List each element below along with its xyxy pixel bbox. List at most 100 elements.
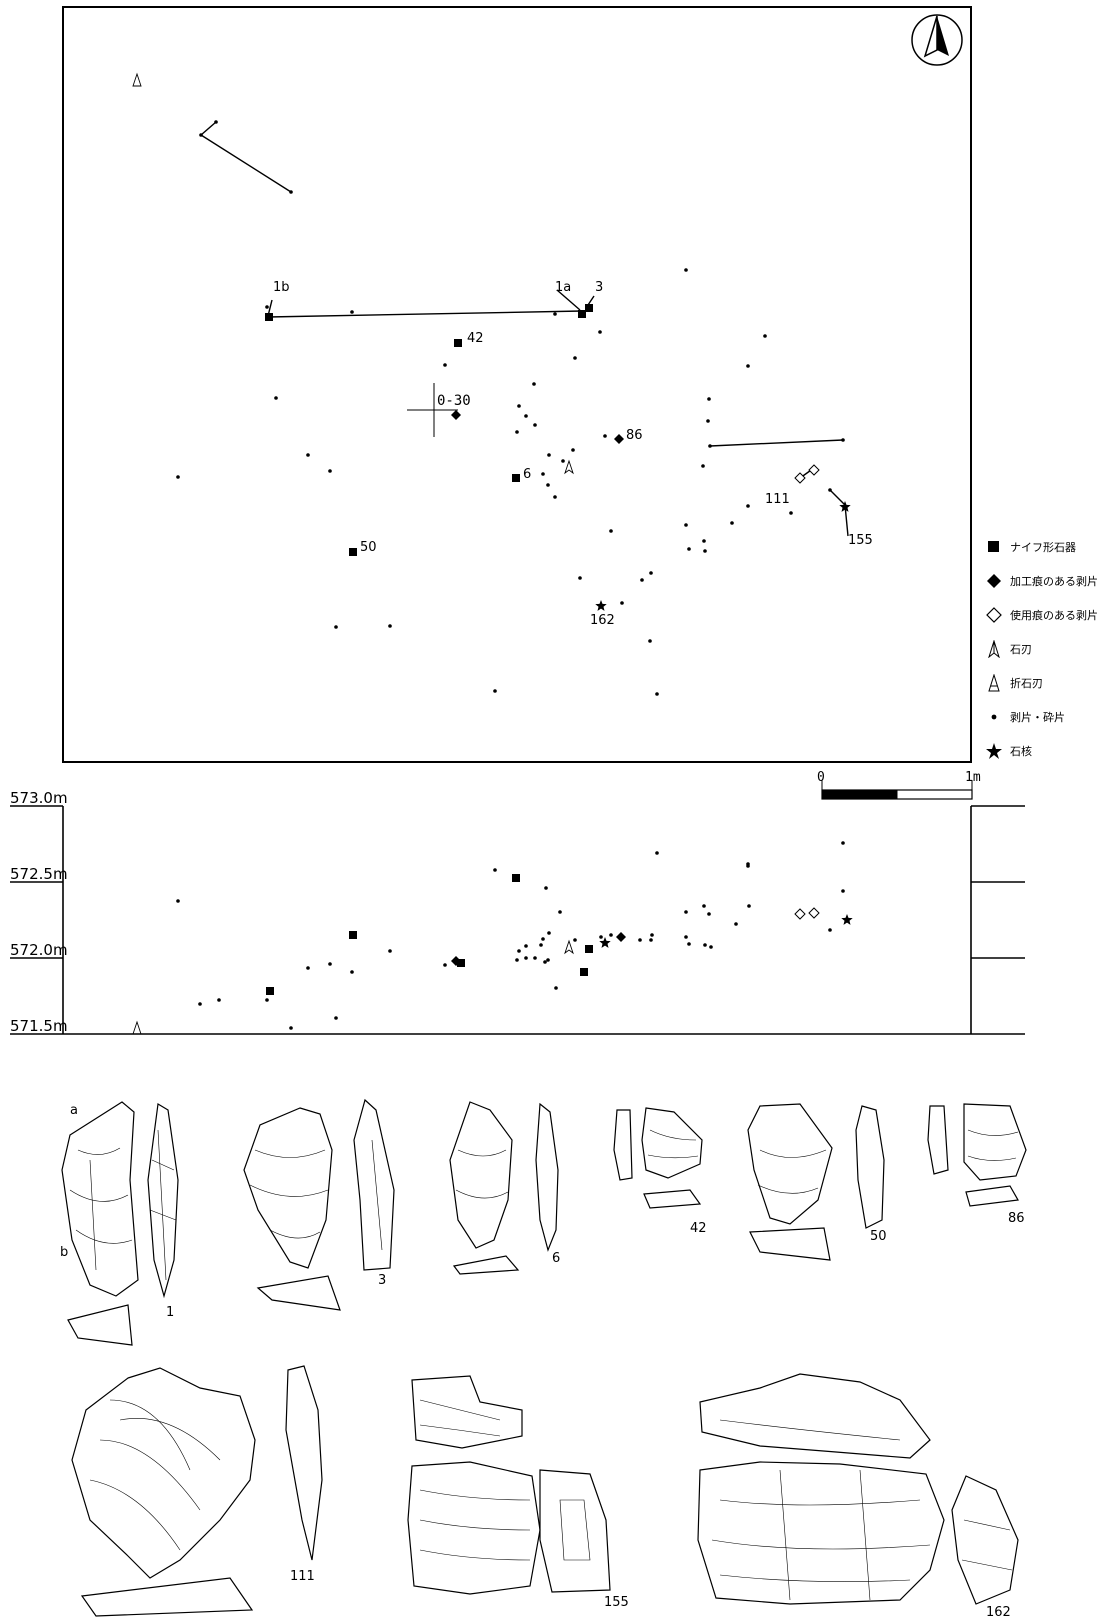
grid-cross xyxy=(407,383,458,437)
plan-frame xyxy=(62,6,972,763)
flake-symbol xyxy=(734,922,738,926)
legend-label: 折石刃 xyxy=(1010,677,1043,690)
legend-item-utilized: 使用痕のある剥片 xyxy=(984,598,1114,632)
flake-symbol xyxy=(306,966,310,970)
filled-diamond-icon xyxy=(984,574,1004,588)
flake-symbol xyxy=(524,944,528,948)
flake-symbol xyxy=(684,523,688,527)
flake-symbol xyxy=(547,931,551,935)
flake-symbol xyxy=(289,1026,293,1030)
legend-item-retouched: 加工痕のある剥片 xyxy=(984,564,1114,598)
artifact-label-155: 155 xyxy=(604,1595,629,1610)
artifact-111 xyxy=(71,1365,323,1617)
flake-symbol xyxy=(655,692,659,696)
flake-symbol xyxy=(334,625,338,629)
flake-symbol xyxy=(702,539,706,543)
artifact-side-a: a xyxy=(70,1103,78,1118)
flake-symbol xyxy=(655,851,659,855)
flake-symbol xyxy=(533,423,537,427)
flake-symbol xyxy=(517,404,521,408)
flake-symbol xyxy=(684,935,688,939)
flake-symbol xyxy=(708,444,712,448)
flake-symbol xyxy=(547,453,551,457)
flake-symbol xyxy=(609,529,613,533)
flake-symbol xyxy=(730,521,734,525)
flake-symbol xyxy=(289,190,293,194)
flake-symbol xyxy=(443,963,447,967)
flake-symbol xyxy=(841,841,845,845)
artifact-label-50: 50 xyxy=(870,1229,887,1244)
flake-symbol xyxy=(541,937,545,941)
flake-symbol xyxy=(828,488,832,492)
flake-symbol xyxy=(684,910,688,914)
utilized-symbol xyxy=(794,472,806,484)
flake-symbol xyxy=(599,935,603,939)
artifact-drawings xyxy=(61,1098,1027,1617)
blade-symbol xyxy=(564,459,574,475)
legend-label: 加工痕のある剥片 xyxy=(1010,575,1098,588)
grid-label: 0-30 xyxy=(437,393,471,409)
flake-symbol xyxy=(841,438,845,442)
label-3: 3 xyxy=(595,280,603,295)
flake-symbol xyxy=(649,938,653,942)
utilized-symbol xyxy=(808,464,820,476)
plan-points xyxy=(132,72,851,696)
legend-item-knife: ナイフ形石器 xyxy=(984,530,1114,564)
flake-symbol xyxy=(214,120,218,124)
flake-symbol xyxy=(703,943,707,947)
label-6: 6 xyxy=(523,467,531,482)
flake-symbol xyxy=(573,938,577,942)
north-arrow-icon xyxy=(911,14,963,66)
artifact-86 xyxy=(927,1103,1027,1207)
flake-symbol xyxy=(620,601,624,605)
label-155: 155 xyxy=(848,533,873,548)
knife-symbol xyxy=(349,548,357,556)
scale-zero: 0 xyxy=(817,770,825,785)
retouched-symbol xyxy=(451,410,461,420)
flake-symbol xyxy=(524,414,528,418)
flake-symbol xyxy=(217,998,221,1002)
flake-symbol xyxy=(274,396,278,400)
artifact-6 xyxy=(449,1101,559,1275)
section-frame xyxy=(10,805,1025,1035)
artifact-label-86: 86 xyxy=(1008,1211,1025,1226)
knife-symbol xyxy=(265,313,273,321)
flake-symbol xyxy=(828,928,832,932)
retouched-symbol xyxy=(616,932,626,942)
flake-symbol xyxy=(702,904,706,908)
flake-symbol xyxy=(603,434,607,438)
legend-item-core: 石核 xyxy=(984,734,1114,768)
artifact-label-1: 1 xyxy=(166,1305,174,1320)
flake-symbol xyxy=(746,862,750,866)
flake-symbol xyxy=(554,986,558,990)
flake-symbol xyxy=(515,430,519,434)
artifact-label-111: 111 xyxy=(290,1569,315,1584)
flake-symbol xyxy=(443,363,447,367)
artifact-label-3: 3 xyxy=(378,1273,386,1288)
flake-symbol xyxy=(265,305,269,309)
flake-symbol xyxy=(701,464,705,468)
artifact-1 xyxy=(61,1101,179,1346)
star-icon xyxy=(984,743,1004,759)
knife-symbol xyxy=(512,474,520,482)
flake-symbol xyxy=(176,475,180,479)
flake-symbol xyxy=(533,956,537,960)
elev-572-5: 572.5m xyxy=(10,865,68,883)
legend-label: 石核 xyxy=(1010,745,1032,758)
section-points xyxy=(132,841,853,1035)
label-42: 42 xyxy=(467,331,484,346)
legend: ナイフ形石器 加工痕のある剥片 使用痕のある剥片 石刃 折石刃 剥片・砕片 石核 xyxy=(984,530,1114,768)
flake-symbol xyxy=(265,998,269,1002)
knife-symbol xyxy=(585,945,593,953)
label-1b: 1b xyxy=(273,280,290,295)
label-50: 50 xyxy=(360,540,377,555)
core-symbol xyxy=(595,600,607,611)
flake-symbol xyxy=(706,419,710,423)
flake-symbol xyxy=(648,639,652,643)
utilized-symbol xyxy=(794,908,806,920)
scale-bar: 0 1m xyxy=(817,770,981,800)
legend-item-broken: 折石刃 xyxy=(984,666,1114,700)
flake-symbol xyxy=(541,472,545,476)
core-symbol xyxy=(841,914,853,925)
filled-square-icon xyxy=(984,540,1004,554)
